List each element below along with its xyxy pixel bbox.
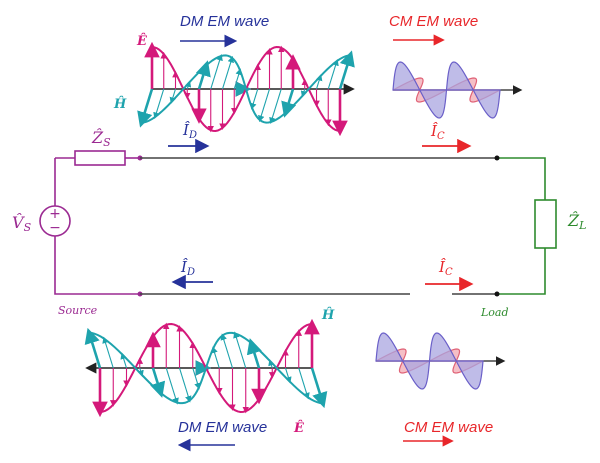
h-field-vector [178, 367, 192, 403]
dm-wave-top-label: DM EM wave [180, 13, 269, 30]
id-top-subscript: D [188, 130, 197, 141]
source-wire-left [54, 158, 140, 295]
source-label: Source [58, 304, 98, 317]
h-field-vector [338, 50, 355, 90]
dm-top-h-label: Ĥ [113, 96, 127, 112]
voltage-source-plus: + [49, 206, 61, 222]
h-field-vector [137, 88, 154, 128]
ic-top-symbol: Î [430, 122, 438, 140]
source-circuit: + − [39, 150, 143, 297]
cm-wave-bottom [375, 332, 506, 390]
id-bottom-label: ÎD [180, 258, 195, 278]
h-field-vector [165, 367, 179, 405]
h-field-vector [284, 367, 292, 384]
voltage-source-minus: − [49, 220, 61, 236]
h-field-vector [120, 352, 128, 369]
h-field-vector [269, 88, 282, 125]
ic-bottom-subscript: C [445, 267, 453, 278]
h-field-vector [192, 367, 201, 390]
id-bottom-symbol: Î [180, 258, 188, 276]
h-field-vector [150, 367, 166, 398]
h-field-vector [220, 333, 234, 369]
zl-label: ẐL [567, 210, 586, 232]
cm-wave-top [392, 61, 523, 119]
h-field-vector [102, 336, 114, 369]
ic-bottom-symbol: Î [438, 258, 446, 276]
zl-subscript: L [578, 219, 586, 232]
cm-blue-lobes [375, 332, 484, 390]
cm-wave-bottom-label: CM EM wave [404, 419, 493, 436]
dm-bottom-label: DM EM wave [178, 419, 267, 436]
zs-label: ẐS [91, 127, 111, 149]
id-top-symbol: Î [182, 121, 190, 139]
h-field-vector [84, 327, 102, 369]
h-field-vector [246, 338, 262, 369]
zs-subscript: S [103, 136, 111, 149]
dm-bottom-h-label: Ĥ [321, 307, 335, 323]
h-field-curve [141, 54, 351, 124]
h-field-vector [233, 331, 247, 369]
load-label: Load [480, 306, 509, 319]
zl-symbol: Ẑ [567, 210, 580, 230]
h-field-vector [153, 88, 165, 120]
h-field-curve [89, 331, 323, 405]
cm-wave-top-label: CM EM wave [389, 13, 478, 30]
zs-symbol: Ẑ [91, 127, 104, 147]
h-field-vector [298, 367, 310, 400]
id-bottom-subscript: D [186, 267, 195, 278]
vs-subscript: S [24, 221, 32, 234]
h-field-vector [211, 346, 220, 369]
h-field-vector [281, 88, 297, 118]
source-impedance [74, 150, 126, 166]
h-field-vector [195, 60, 211, 90]
h-field-vector [310, 367, 328, 409]
h-field-vector [327, 58, 339, 90]
ic-bottom-label: ÎC [438, 258, 453, 278]
dm-bottom-e-label: Ê [293, 420, 305, 436]
voltage-source [39, 205, 71, 237]
h-field-vector [250, 88, 259, 110]
node-load-top [494, 155, 500, 161]
vs-symbol: V̂ [12, 213, 25, 232]
dm-top-e-label: Ê [136, 33, 148, 49]
dm-wave-bottom [84, 318, 328, 418]
load-impedance [534, 199, 557, 249]
h-field-vector [233, 68, 242, 90]
ic-top-subscript: C [437, 131, 445, 142]
cm-blue-lobes [392, 61, 501, 119]
h-field-vector [221, 55, 234, 90]
h-field-vector [210, 53, 223, 90]
load-wire [497, 157, 546, 295]
h-field-vector [258, 88, 271, 123]
id-top-label: ÎD [182, 121, 197, 141]
node-load-bottom [494, 291, 500, 297]
ic-top-label: ÎC [430, 122, 445, 142]
dm-wave-top [137, 41, 355, 137]
load-circuit [494, 155, 557, 297]
vs-label: V̂S [12, 213, 32, 234]
